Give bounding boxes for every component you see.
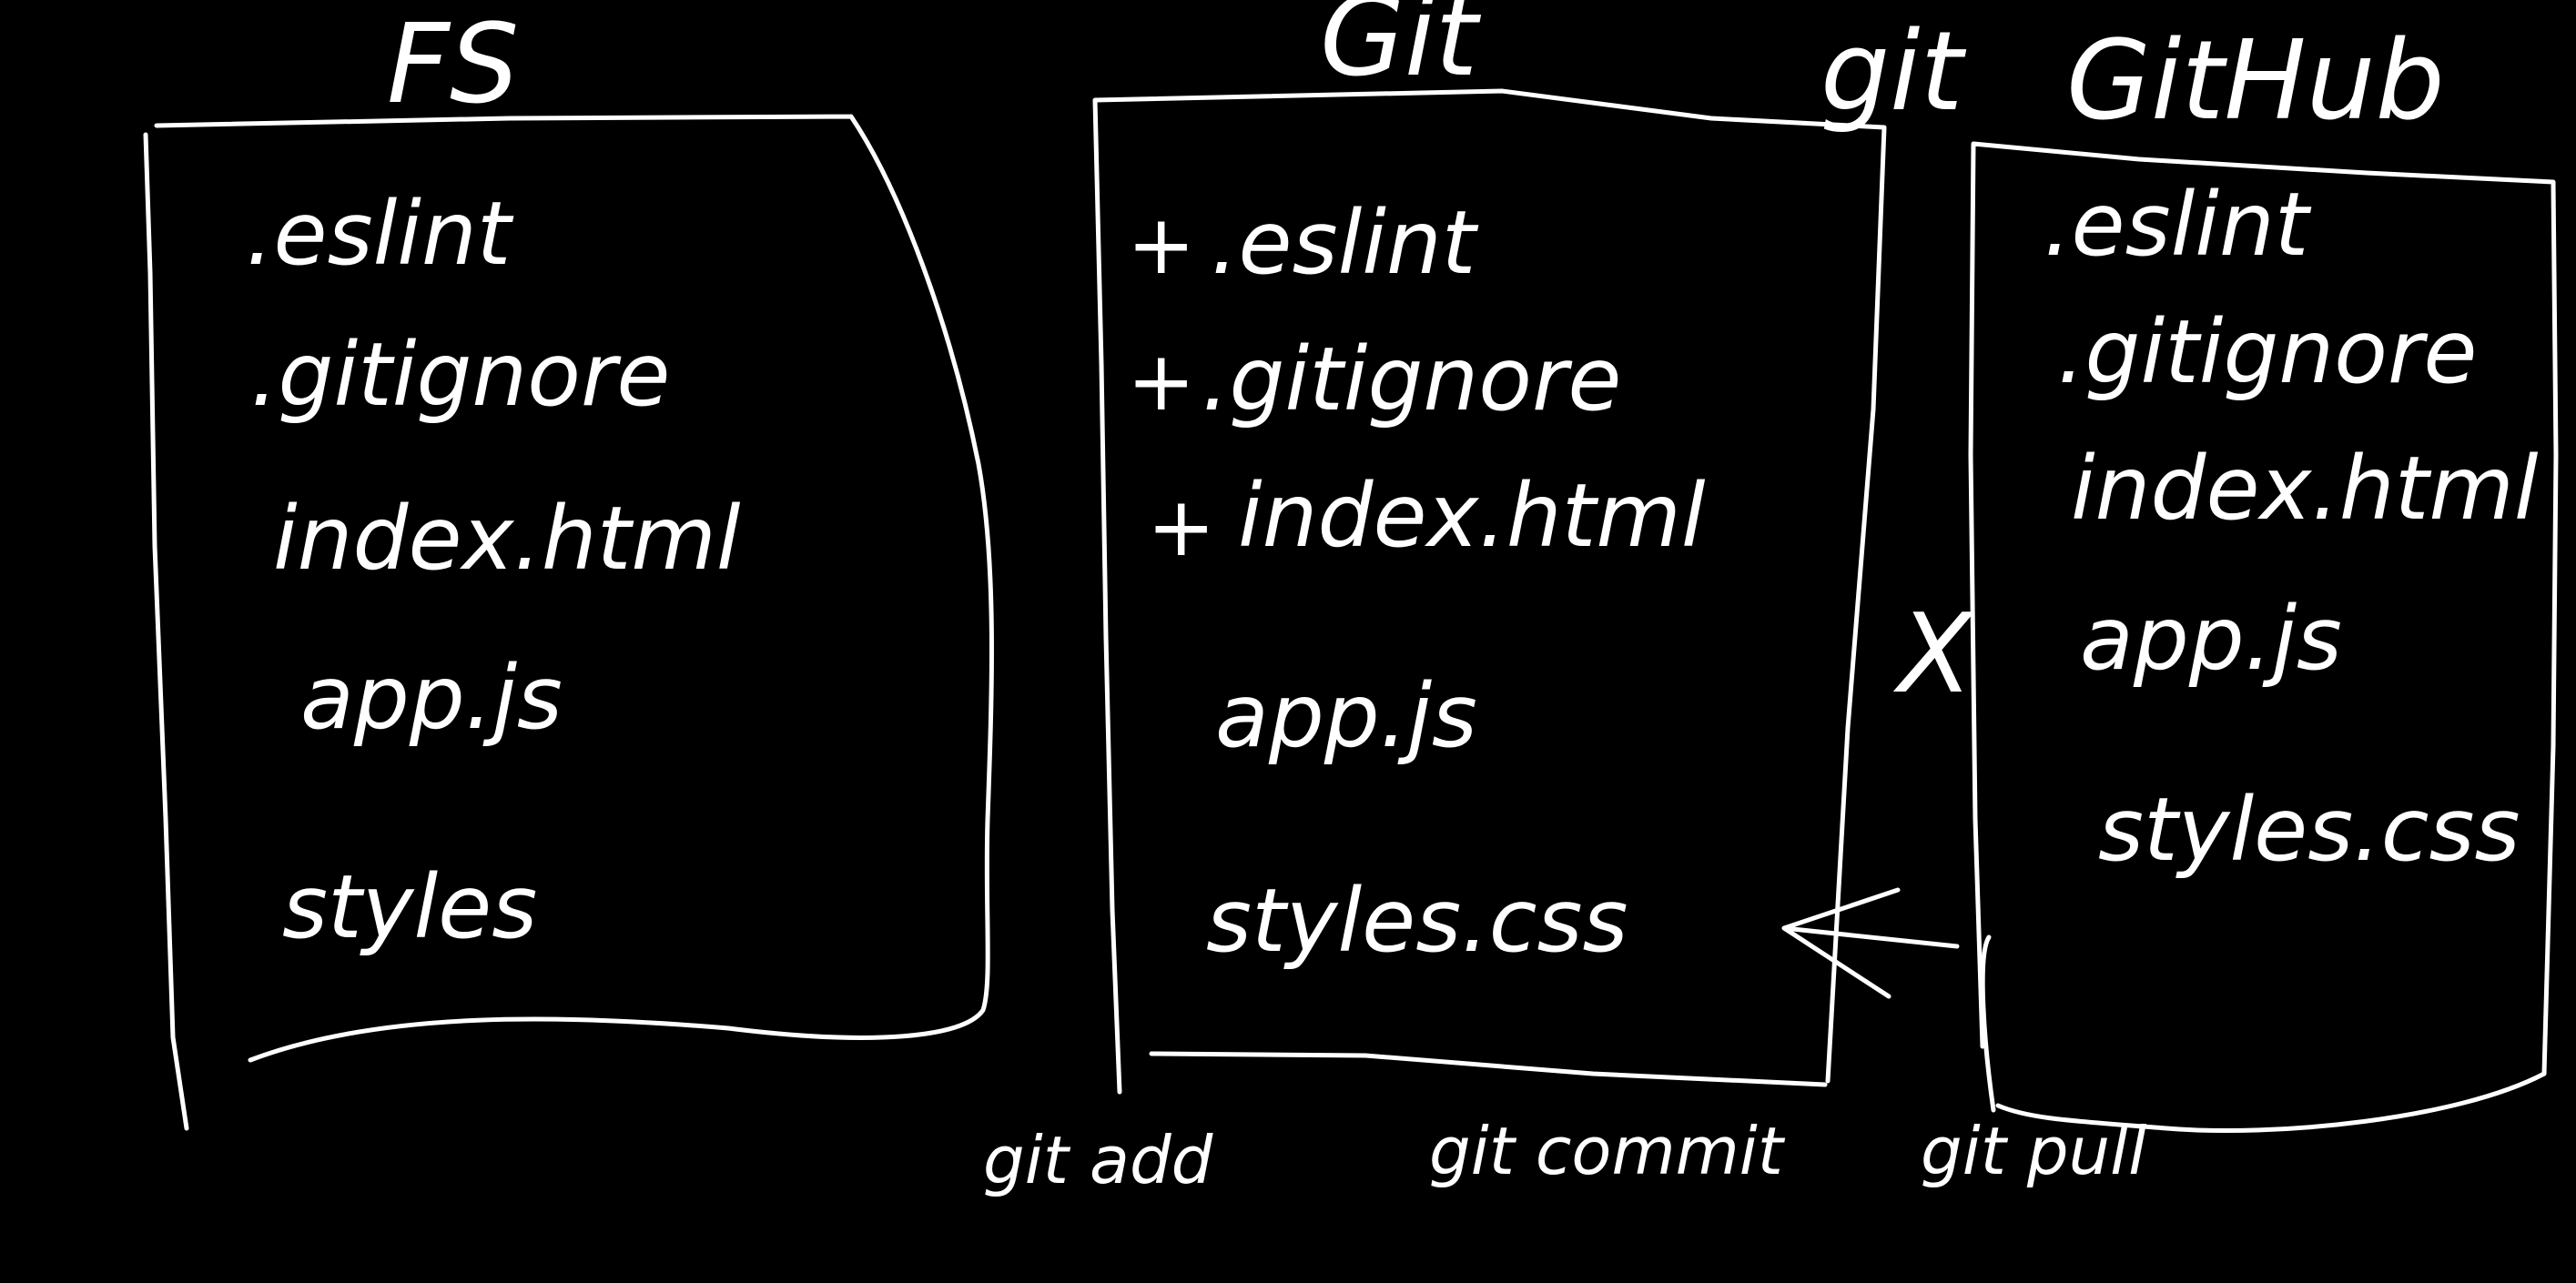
git-file-3-mark: + [1147, 480, 1215, 575]
git-panel-title: Git [1320, 0, 1481, 101]
git-file-2: .gitignore [1202, 328, 1621, 430]
pull-arrow [1781, 887, 1960, 999]
github-panel-title: GitHub [2066, 18, 2445, 145]
git-add-command: git add [983, 1122, 1214, 1198]
git-panel-border [1092, 88, 1887, 1095]
fs-file-5: styles [282, 856, 537, 958]
git-file-2-mark: + [1127, 334, 1195, 429]
cross-mark: X [1892, 591, 1975, 718]
github-file-1: .eslint [2044, 174, 2312, 276]
github-file-2: .gitignore [2057, 301, 2477, 403]
git-commit-command: git commit [1429, 1113, 1786, 1189]
fs-panel-title: FS [387, 2, 519, 128]
git-file-1-mark: + [1127, 197, 1195, 293]
github-file-5: styles.css [2098, 779, 2520, 881]
fs-file-1: .eslint [246, 183, 514, 285]
github-file-4: app.js [2080, 588, 2342, 690]
github-panel-border [1968, 141, 2559, 1133]
github-top-command: git [1820, 9, 1967, 136]
git-pull-command: git pull [1921, 1113, 2146, 1189]
fs-panel-border [143, 114, 994, 1131]
git-file-3: index.html [1238, 465, 1706, 567]
git-file-4: app.js [1215, 665, 1477, 767]
git-file-5: styles.css [1206, 870, 1628, 972]
fs-file-4: app.js [300, 647, 563, 749]
fs-file-2: .gitignore [250, 324, 670, 426]
git-file-1: .eslint [1211, 192, 1479, 294]
github-panel-inner-stroke [1980, 934, 1996, 1113]
fs-file-3: index.html [273, 488, 741, 590]
github-file-3: index.html [2071, 438, 2539, 540]
